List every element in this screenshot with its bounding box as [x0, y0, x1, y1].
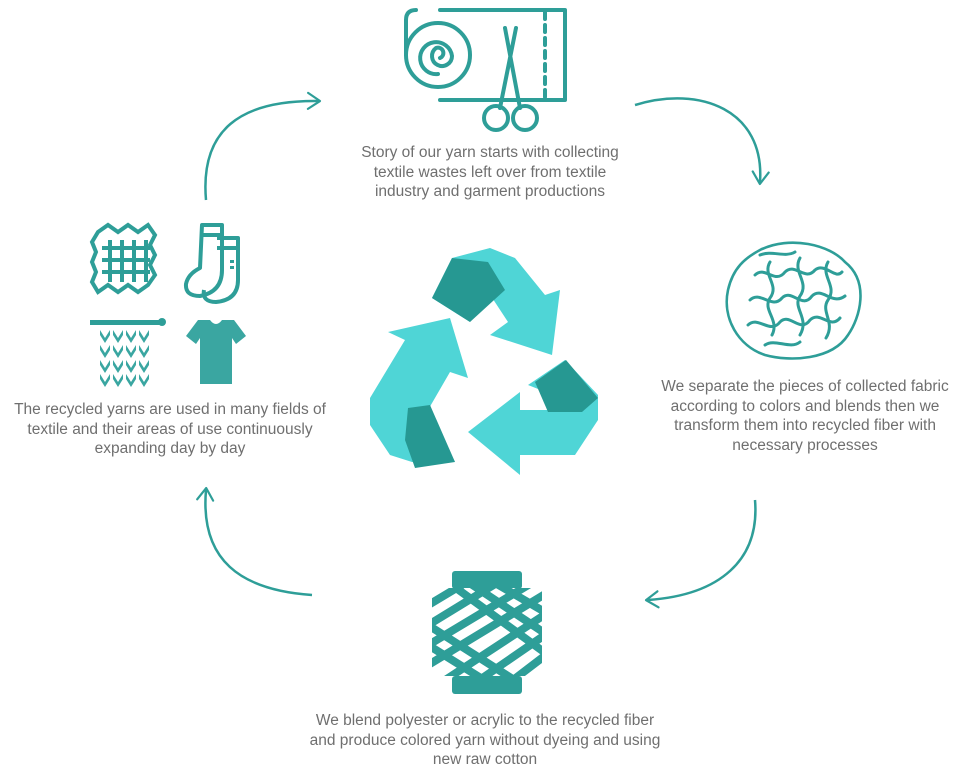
fiber-tangle-icon [725, 241, 862, 360]
step-use-caption: The recycled yarns are used in many fiel… [14, 401, 326, 457]
cycle-arrow-bottom-left [196, 486, 313, 597]
step-separate-caption: We separate the pieces of collected fabr… [661, 378, 949, 454]
cycle-arrow-bottom-right [644, 499, 757, 609]
cycle-arrow-top-left [204, 91, 322, 201]
textile-products-icon [89, 222, 246, 387]
recycle-icon [370, 248, 598, 475]
cycle-arrow-top-right [634, 97, 770, 186]
step-collect-caption: Story of our yarn starts with collecting… [361, 144, 619, 200]
yarn-spool-icon [432, 571, 542, 694]
fabric-roll-scissors-icon [404, 8, 567, 132]
step-blend-caption: We blend polyester or acrylic to the rec… [309, 712, 661, 768]
